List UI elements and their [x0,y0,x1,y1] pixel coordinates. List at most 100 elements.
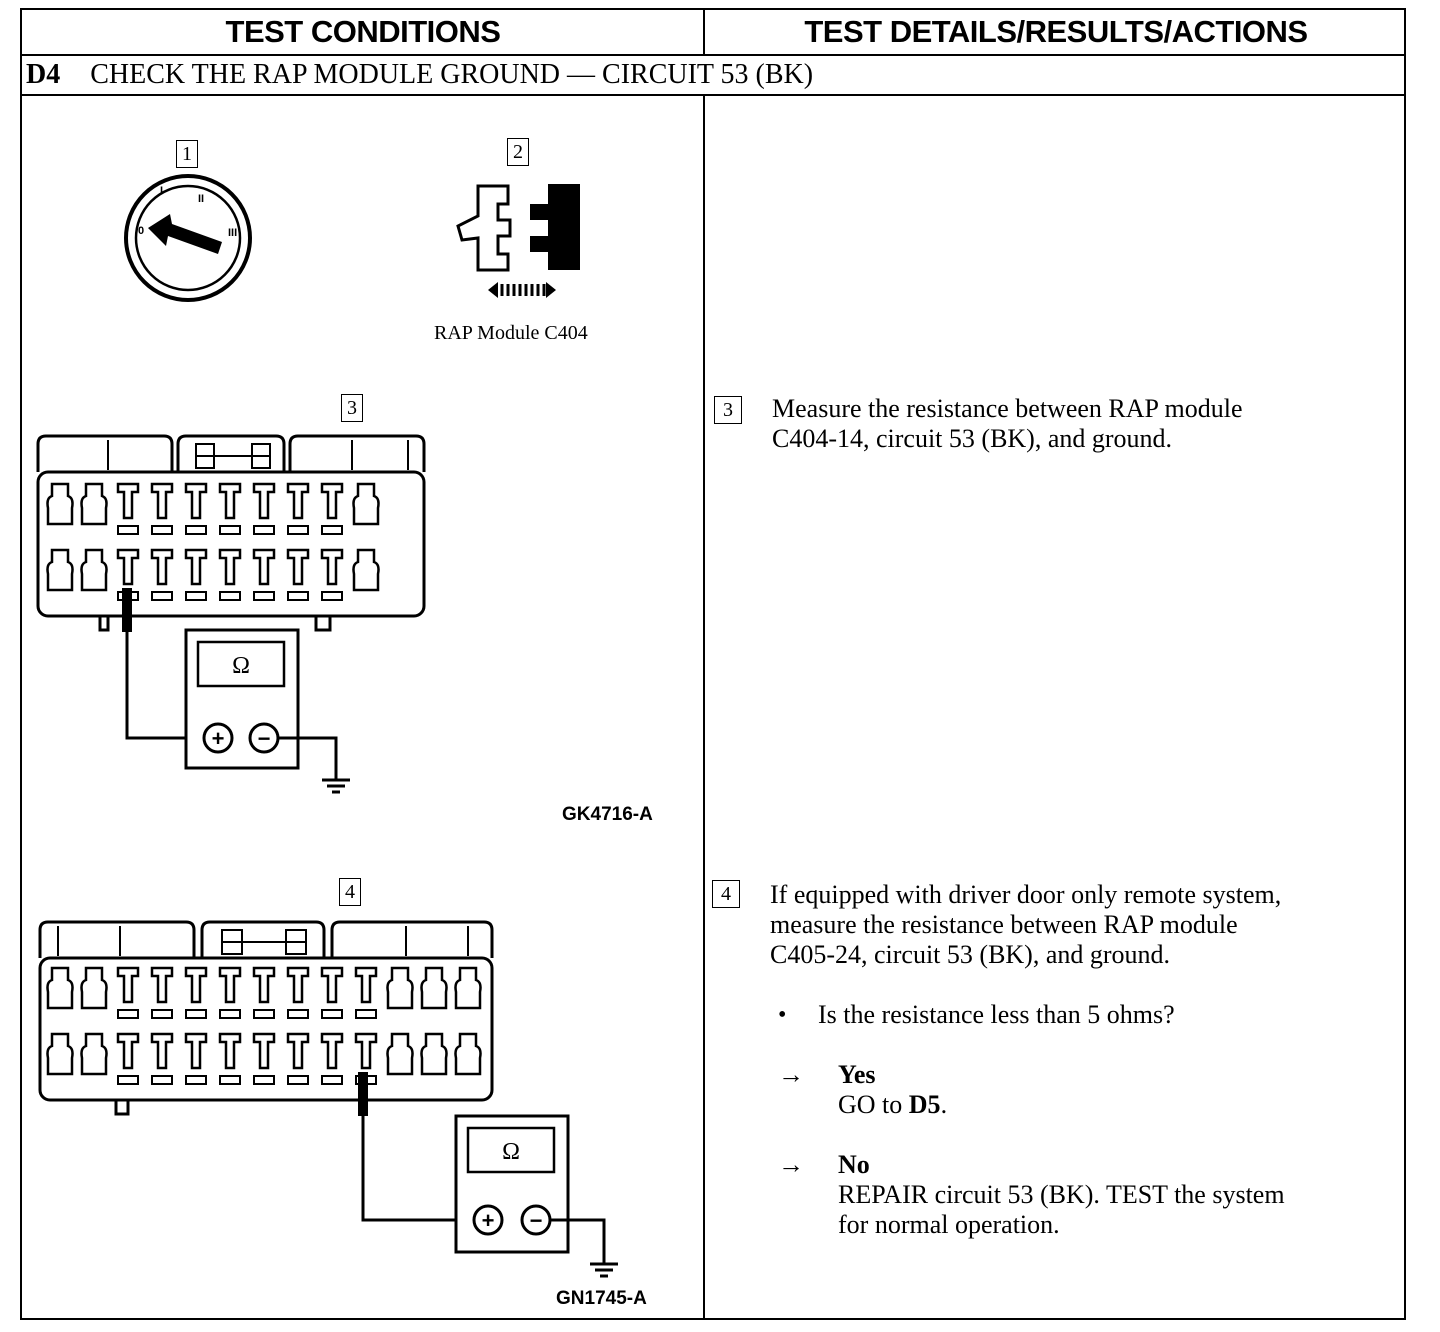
question: Is the resistance less than 5 ohms? [818,1000,1175,1029]
terminal-cavity [320,548,344,586]
terminal-cavity [150,548,174,586]
minus-terminal: − [530,1208,543,1233]
yes-label: Yes [838,1060,876,1089]
ohm-symbol: Ω [232,653,250,679]
terminal-pad [117,1075,139,1085]
figure-id-1: GK4716-A [562,804,653,825]
terminal-cavity [150,1032,174,1070]
terminal-pad [185,591,207,601]
step-title-text: CHECK THE RAP MODULE GROUND — CIRCUIT 53… [90,59,814,90]
terminal-cavity [46,966,74,1010]
terminal-cavity [184,1032,208,1070]
terminal-cavity [116,1032,140,1070]
terminal-cavity [184,966,208,1004]
divider [703,10,705,56]
terminal-cavity [80,1032,108,1076]
minus-terminal: − [258,726,271,751]
terminal-pad [287,525,309,535]
terminal-cavity [218,966,242,1004]
arrow-right-icon: → [778,1150,804,1179]
terminal-cavity [116,966,140,1004]
terminal-cavity [218,1032,242,1070]
terminal-cavity [46,482,74,526]
ignition-label-2: II [198,193,204,205]
arrow-right-icon: → [778,1060,804,1089]
step-3-text: Measure the resistance between RAP modul… [772,394,1243,454]
callout-3: 3 [341,394,363,422]
terminal-cavity [354,1032,378,1070]
text-line: If equipped with driver door only remote… [770,880,1282,909]
ohm-symbol: Ω [502,1139,520,1165]
terminal-cavity [46,1032,74,1076]
text-line: Measure the resistance between RAP modul… [772,394,1243,423]
terminal-pad [151,1075,173,1085]
terminal-cavity [286,1032,310,1070]
plus-terminal: + [482,1208,495,1233]
terminal-pad [219,1009,241,1019]
terminal-cavity [252,1032,276,1070]
no-branch: No REPAIR circuit 53 (BK). TEST the syst… [838,1150,1285,1240]
plus-terminal: + [212,726,225,751]
yes-action-suffix: . [940,1090,948,1119]
terminal-cavity [252,966,276,1004]
yes-action-target: D5 [908,1090,941,1119]
terminal-cavity [80,482,108,526]
text-line: C404-14, circuit 53 (BK), and ground. [772,424,1173,453]
terminal-cavity [420,966,448,1010]
terminal-pad [253,525,275,535]
terminal-pad [117,525,139,535]
no-action-line: for normal operation. [838,1210,1060,1239]
header-test-conditions: TEST CONDITIONS [225,14,501,49]
question-text: Is the resistance less than 5 ohms? [818,1000,1175,1030]
terminal-cavity [218,482,242,520]
terminal-pad [321,1009,343,1019]
terminal-pad [151,1009,173,1019]
divider [22,94,1404,96]
terminal-cavity [116,548,140,586]
terminal-pad [219,1075,241,1085]
terminal-cavity [286,966,310,1004]
no-action-line: REPAIR circuit 53 (BK). TEST the system [838,1180,1285,1209]
rap-module-connector-c404 [36,434,426,632]
yes-action: GO to D5. [838,1090,947,1120]
terminal-cavity [320,482,344,520]
terminal-cavity [320,966,344,1004]
step-4-text: If equipped with driver door only remote… [770,880,1281,970]
terminal-pad [287,1009,309,1019]
ground-icon [322,778,350,794]
divider [703,96,705,1318]
ohmmeter-icon: Ω + − [122,588,350,794]
terminal-cavity [252,548,276,586]
terminal-cavity [386,966,414,1010]
terminal-pad [219,525,241,535]
rap-module-connector-c405 [38,920,494,1116]
terminal-pad [253,1009,275,1019]
terminal-cavity [286,548,310,586]
test-table: TEST CONDITIONS TEST DETAILS/RESULTS/ACT… [20,8,1406,1320]
terminal-pad [253,1075,275,1085]
terminal-cavity [386,1032,414,1076]
terminal-cavity [286,482,310,520]
ignition-label-3: III [228,227,237,239]
terminal-cavity [184,548,208,586]
step-4-number: 4 [712,880,740,908]
terminal-cavity [80,966,108,1010]
figure-id-2: GN1745-A [556,1288,647,1309]
ignition-label-0: 0 [138,225,144,237]
terminal-pad [355,1009,377,1019]
no-label: No [838,1150,870,1179]
terminal-cavity [184,482,208,520]
terminal-pad [321,1075,343,1085]
terminal-pad [151,591,173,601]
text-line: measure the resistance between RAP modul… [770,910,1238,939]
divider [22,54,1404,56]
step-title: D4 CHECK THE RAP MODULE GROUND — CIRCUIT… [26,58,813,92]
terminal-pad [185,1009,207,1019]
connector-terminals-c405 [46,966,482,1085]
callout-1: 1 [176,140,198,168]
terminal-cavity [454,1032,482,1076]
terminal-pad [219,591,241,601]
terminal-cavity [320,1032,344,1070]
terminal-cavity [150,966,174,1004]
